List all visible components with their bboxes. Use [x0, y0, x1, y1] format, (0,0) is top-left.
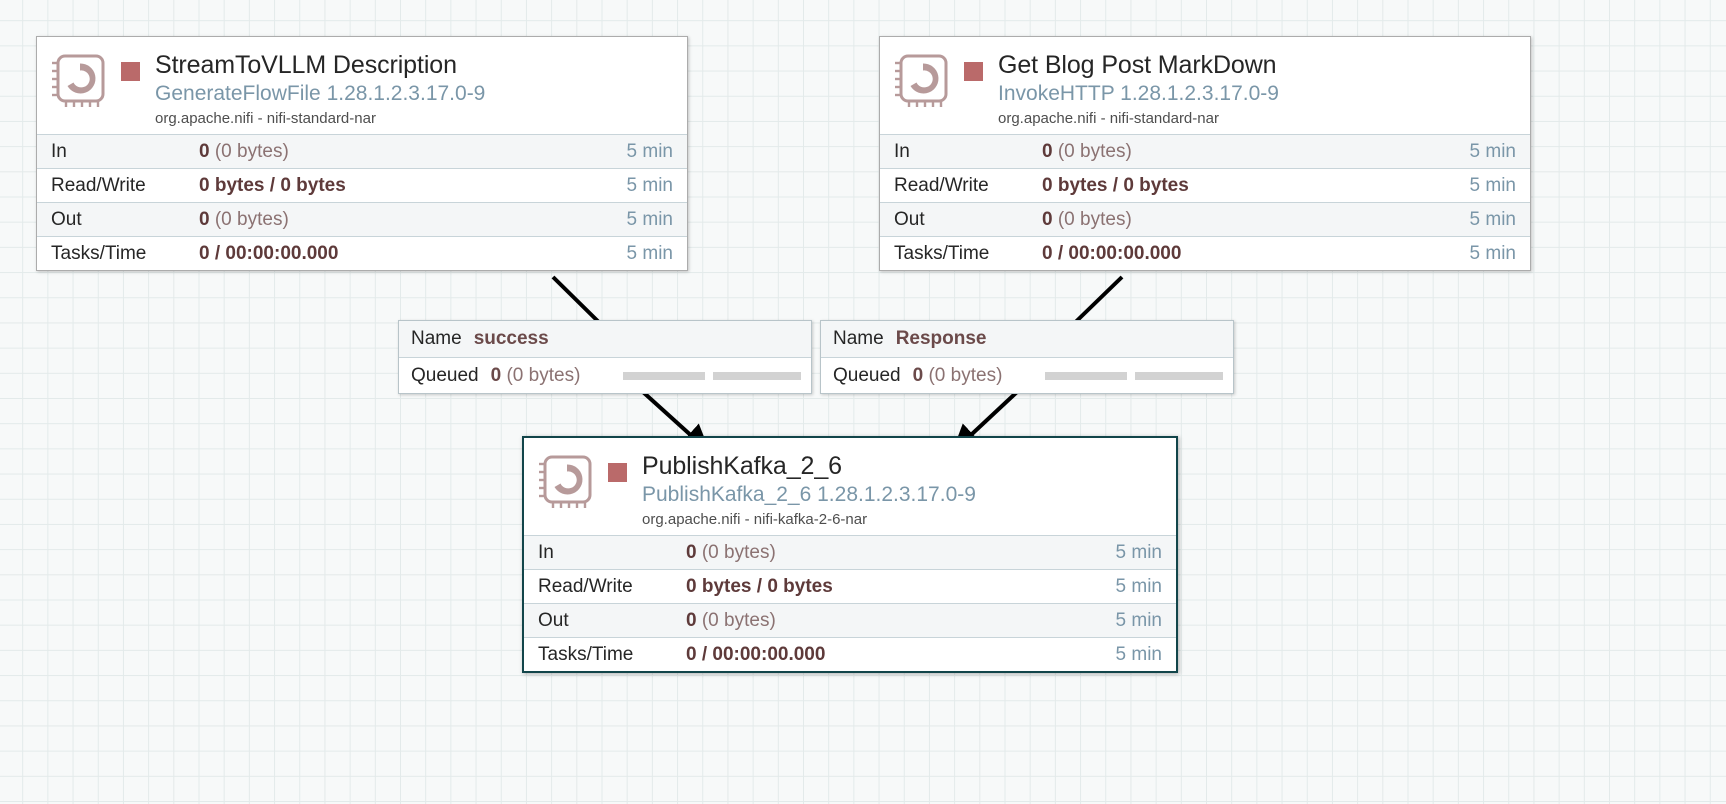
- processor-name: Get Blog Post MarkDown: [998, 51, 1277, 79]
- stat-row-out: Out 0 (0 bytes) 5 min: [37, 202, 687, 236]
- stat-label: In: [51, 140, 67, 162]
- stat-value: 0 (0 bytes): [686, 609, 776, 631]
- stat-value: 0 (0 bytes): [199, 140, 289, 162]
- processor-stats: In 0 (0 bytes) 5 min Read/Write 0 bytes …: [880, 134, 1530, 270]
- stat-time: 5 min: [1469, 242, 1516, 264]
- processor-stats: In 0 (0 bytes) 5 min Read/Write 0 bytes …: [524, 535, 1176, 671]
- processor-bundle: org.apache.nifi - nifi-kafka-2-6-nar: [642, 511, 868, 528]
- connection-name-row: Name Response: [821, 321, 1233, 357]
- connection-queued-row: Queued 0 (0 bytes): [821, 357, 1233, 393]
- stat-value: 0 bytes / 0 bytes: [1042, 174, 1189, 196]
- processor-chip-icon: [49, 50, 111, 112]
- processor-type: GenerateFlowFile 1.28.1.2.3.17.0-9: [155, 82, 486, 105]
- processor-publish-kafka-2-6[interactable]: PublishKafka_2_6 PublishKafka_2_6 1.28.1…: [522, 436, 1178, 673]
- processor-bundle: org.apache.nifi - nifi-standard-nar: [998, 110, 1219, 127]
- stat-time: 5 min: [1469, 174, 1516, 196]
- stat-label: Out: [538, 609, 569, 631]
- stat-time: 5 min: [1115, 541, 1162, 563]
- stat-row-in: In 0 (0 bytes) 5 min: [880, 134, 1530, 168]
- processor-stream-to-vllm-description[interactable]: StreamToVLLM Description GenerateFlowFil…: [36, 36, 688, 271]
- connection-queued-value: 0 (0 bytes): [912, 364, 1003, 386]
- stat-row-tasks-time: Tasks/Time 0 / 00:00:00.000 5 min: [37, 236, 687, 270]
- stat-time: 5 min: [626, 208, 673, 230]
- stat-label: Read/Write: [51, 174, 146, 196]
- connection-name-row: Name success: [399, 321, 811, 357]
- connection-queued-value: 0 (0 bytes): [490, 364, 581, 386]
- stat-value: 0 (0 bytes): [686, 541, 776, 563]
- processor-header: PublishKafka_2_6 PublishKafka_2_6 1.28.1…: [524, 438, 1176, 535]
- stat-value: 0 / 00:00:00.000: [199, 242, 339, 264]
- connection-relationship-name: Response: [895, 328, 987, 349]
- stat-time: 5 min: [1115, 643, 1162, 665]
- stat-row-read-write: Read/Write 0 bytes / 0 bytes 5 min: [880, 168, 1530, 202]
- processor-name: StreamToVLLM Description: [155, 51, 457, 79]
- processor-type: InvokeHTTP 1.28.1.2.3.17.0-9: [998, 82, 1279, 105]
- run-status-indicator[interactable]: [121, 62, 140, 81]
- stat-value: 0 / 00:00:00.000: [686, 643, 826, 665]
- stat-row-read-write: Read/Write 0 bytes / 0 bytes 5 min: [524, 569, 1176, 603]
- processor-header: Get Blog Post MarkDown InvokeHTTP 1.28.1…: [880, 37, 1530, 134]
- stat-row-read-write: Read/Write 0 bytes / 0 bytes 5 min: [37, 168, 687, 202]
- stat-row-tasks-time: Tasks/Time 0 / 00:00:00.000 5 min: [880, 236, 1530, 270]
- stat-row-out: Out 0 (0 bytes) 5 min: [524, 603, 1176, 637]
- stat-time: 5 min: [626, 140, 673, 162]
- processor-get-blog-post-markdown[interactable]: Get Blog Post MarkDown InvokeHTTP 1.28.1…: [879, 36, 1531, 271]
- queue-gauge: [1045, 371, 1223, 380]
- queue-count-bar: [1045, 371, 1127, 380]
- processor-chip-icon: [536, 451, 598, 513]
- stat-label: In: [894, 140, 910, 162]
- stat-value: 0 (0 bytes): [1042, 208, 1132, 230]
- stat-value: 0 / 00:00:00.000: [1042, 242, 1182, 264]
- stat-row-tasks-time: Tasks/Time 0 / 00:00:00.000 5 min: [524, 637, 1176, 671]
- stat-row-in: In 0 (0 bytes) 5 min: [524, 535, 1176, 569]
- processor-stats: In 0 (0 bytes) 5 min Read/Write 0 bytes …: [37, 134, 687, 270]
- run-status-indicator[interactable]: [608, 463, 627, 482]
- stat-value: 0 (0 bytes): [199, 208, 289, 230]
- queue-count-bar: [623, 371, 705, 380]
- connection-relationship-name: success: [473, 328, 549, 349]
- stat-value: 0 bytes / 0 bytes: [199, 174, 346, 196]
- processor-name: PublishKafka_2_6: [642, 452, 842, 480]
- connection-response[interactable]: Name Response Queued 0 (0 bytes): [820, 320, 1234, 394]
- connection-success[interactable]: Name success Queued 0 (0 bytes): [398, 320, 812, 394]
- connection-name-label: Name: [411, 328, 462, 349]
- stat-label: Tasks/Time: [51, 242, 147, 264]
- stat-label: Read/Write: [538, 575, 633, 597]
- stat-time: 5 min: [626, 242, 673, 264]
- stat-label: Out: [51, 208, 82, 230]
- stat-time: 5 min: [1469, 140, 1516, 162]
- processor-type: PublishKafka_2_6 1.28.1.2.3.17.0-9: [642, 483, 976, 506]
- connection-queued-row: Queued 0 (0 bytes): [399, 357, 811, 393]
- stat-time: 5 min: [626, 174, 673, 196]
- stat-value: 0 bytes / 0 bytes: [686, 575, 833, 597]
- processor-chip-icon: [892, 50, 954, 112]
- connection-queued-label: Queued: [411, 364, 479, 386]
- stat-time: 5 min: [1115, 575, 1162, 597]
- queue-gauge: [623, 371, 801, 380]
- stat-label: Tasks/Time: [538, 643, 634, 665]
- stat-label: Tasks/Time: [894, 242, 990, 264]
- processor-header: StreamToVLLM Description GenerateFlowFil…: [37, 37, 687, 134]
- run-status-indicator[interactable]: [964, 62, 983, 81]
- processor-bundle: org.apache.nifi - nifi-standard-nar: [155, 110, 376, 127]
- connection-name-label: Name: [833, 328, 884, 349]
- stat-time: 5 min: [1115, 609, 1162, 631]
- stat-value: 0 (0 bytes): [1042, 140, 1132, 162]
- connection-queued-label: Queued: [833, 364, 901, 386]
- queue-size-bar: [1135, 371, 1223, 380]
- stat-label: In: [538, 541, 554, 563]
- stat-time: 5 min: [1469, 208, 1516, 230]
- queue-size-bar: [713, 371, 801, 380]
- stat-row-out: Out 0 (0 bytes) 5 min: [880, 202, 1530, 236]
- stat-row-in: In 0 (0 bytes) 5 min: [37, 134, 687, 168]
- stat-label: Read/Write: [894, 174, 989, 196]
- stat-label: Out: [894, 208, 925, 230]
